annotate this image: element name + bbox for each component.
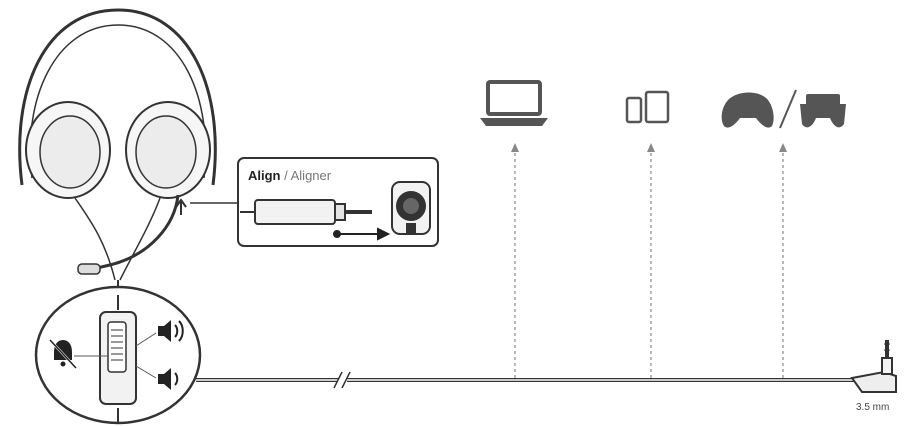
mic-plug-illustration (240, 199, 372, 225)
volume-up-icon (158, 320, 184, 342)
align-label-separator: / (280, 168, 291, 183)
audio-jack-illustration (850, 340, 897, 393)
headset-illustration (18, 8, 238, 295)
headband (18, 8, 217, 186)
volume-down-icon (158, 368, 179, 390)
align-label-light: Aligner (290, 168, 332, 183)
align-callout (237, 157, 439, 247)
gamepad-icon (800, 94, 846, 128)
slash-divider (779, 89, 797, 129)
laptop-icon (480, 80, 548, 126)
align-label-bold: Align (248, 168, 281, 183)
gamepad-icon (721, 92, 774, 128)
microphone-boom (77, 194, 180, 275)
align-label: Align / Aligner (248, 168, 331, 183)
phone-tablet-icon (625, 90, 670, 124)
jack-size-label: 3.5 mm (856, 402, 890, 413)
mute-icon (49, 339, 77, 369)
align-arrow-icon (333, 227, 391, 241)
up-arrow-icon (175, 198, 187, 215)
left-earcup (25, 101, 111, 199)
mic-socket-illustration (391, 181, 431, 235)
connection-arrows (511, 143, 787, 378)
inline-control-magnifier (34, 285, 202, 425)
cable-break-mark (333, 371, 351, 389)
right-earcup (125, 101, 211, 199)
main-cable (196, 371, 858, 389)
